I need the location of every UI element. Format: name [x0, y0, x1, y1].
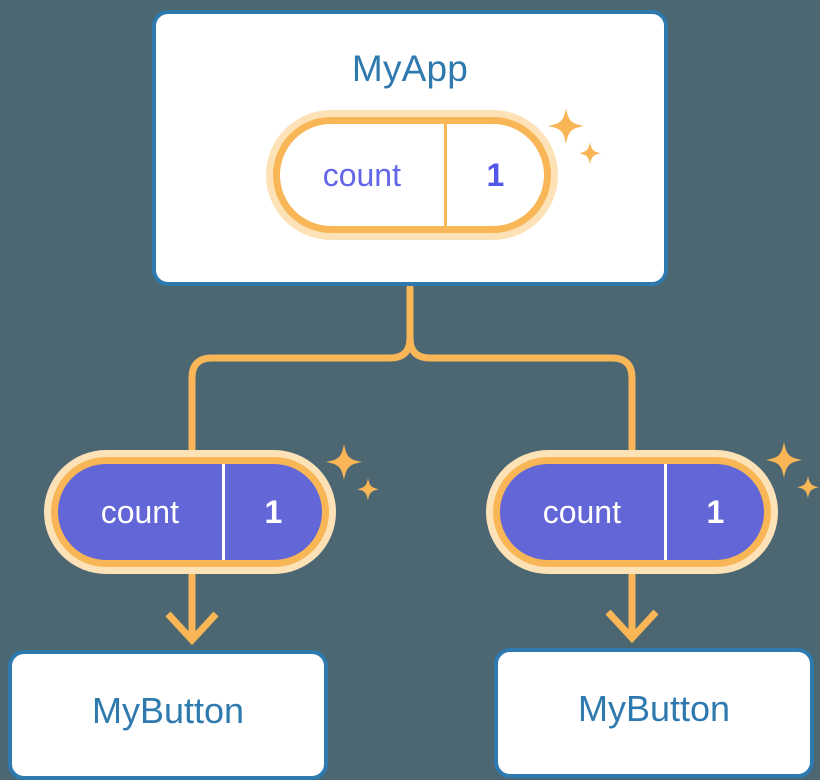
- tree-branch-connector-right: [406, 337, 636, 452]
- mybutton-label: MyButton: [91, 690, 245, 731]
- state-pill-body: count 1: [51, 457, 329, 567]
- state-key: count: [322, 156, 401, 193]
- state-value: 1: [443, 124, 544, 226]
- state-key: count: [542, 493, 621, 530]
- state-pill-child-left[interactable]: count 1: [44, 450, 336, 574]
- state-value: 1: [221, 464, 322, 560]
- state-pill-myapp[interactable]: count 1: [266, 110, 558, 240]
- mybutton-card-left[interactable]: MyButton: [8, 650, 328, 780]
- arrow-down-icon: [165, 574, 219, 646]
- state-pill-child-right[interactable]: count 1: [486, 450, 778, 574]
- state-pill-body: count 1: [493, 457, 771, 567]
- page-title: MyApp: [351, 48, 469, 89]
- mybutton-label: MyButton: [577, 688, 731, 729]
- state-pill-body: count 1: [273, 117, 551, 233]
- state-key: count: [100, 493, 179, 530]
- mybutton-card-right[interactable]: MyButton: [494, 648, 814, 778]
- state-value: 1: [663, 464, 764, 560]
- tree-branch-connector: [188, 286, 414, 452]
- arrow-down-icon-right: [605, 574, 659, 644]
